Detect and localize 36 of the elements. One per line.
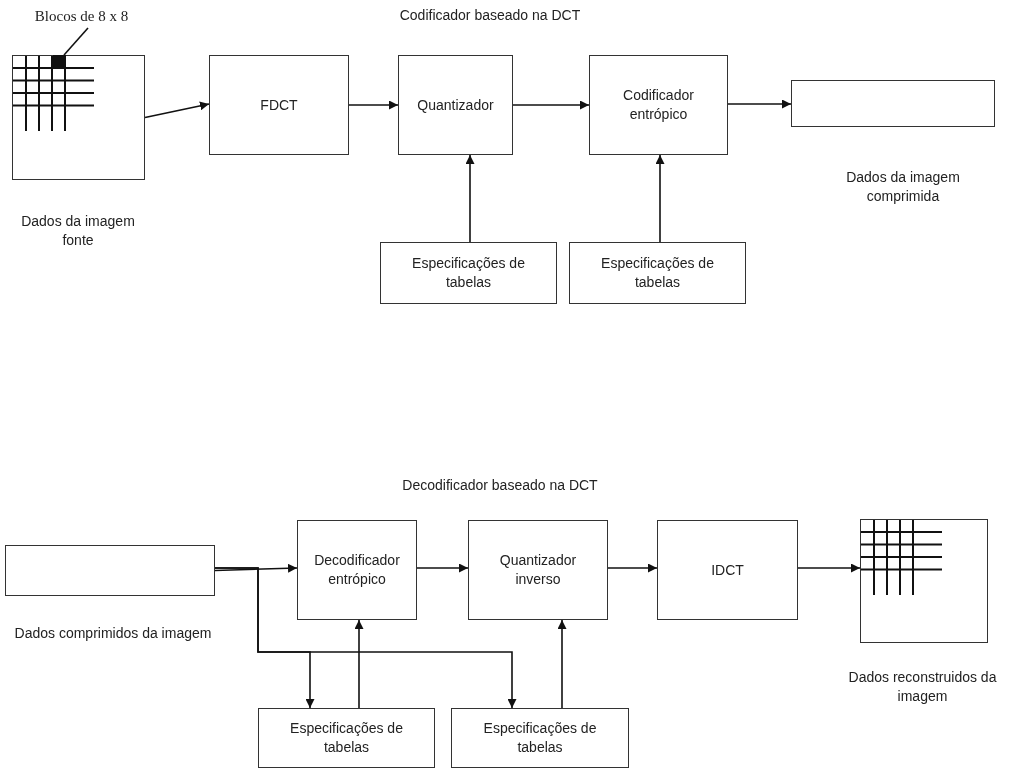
process-box: Especificações de tabelas <box>451 708 629 768</box>
image-block <box>53 55 66 67</box>
arrow <box>797 563 861 573</box>
process-box: Especificações de tabelas <box>380 242 557 304</box>
arrow <box>416 563 469 573</box>
arrow <box>512 100 590 110</box>
node-caption: Dados reconstruidos da imagem <box>847 668 998 706</box>
section-heading: Codificador baseado na DCT <box>398 6 582 25</box>
process-box: Codificador entrópico <box>589 55 728 155</box>
data-box <box>791 80 995 127</box>
node-caption: Dados da imagem comprimida <box>845 168 961 206</box>
arrow <box>214 563 298 573</box>
process-box: IDCT <box>657 520 798 620</box>
process-box: Quantizador <box>398 55 513 155</box>
arrow <box>607 563 658 573</box>
image-frame <box>860 519 988 643</box>
data-box <box>5 545 215 596</box>
process-box: Quantizador inverso <box>468 520 608 620</box>
node-caption: Dados da imagem fonte <box>20 212 136 250</box>
arrow <box>557 619 567 709</box>
arrow <box>214 567 517 709</box>
arrow <box>655 154 665 243</box>
arrow <box>348 100 399 110</box>
arrow <box>727 99 792 109</box>
process-box: Decodificador entrópico <box>297 520 417 620</box>
process-box: FDCT <box>209 55 349 155</box>
arrow <box>144 101 210 119</box>
image-frame <box>12 55 145 180</box>
section-heading: Decodificador baseado na DCT <box>401 476 599 495</box>
node-caption: Dados comprimidos da imagem <box>13 624 213 643</box>
callout-text: Blocos de 8 x 8 <box>18 8 145 28</box>
arrow <box>465 154 475 243</box>
process-box: Especificações de tabelas <box>258 708 435 768</box>
arrow <box>354 619 364 709</box>
process-box: Especificações de tabelas <box>569 242 746 304</box>
leader-line <box>63 27 89 56</box>
